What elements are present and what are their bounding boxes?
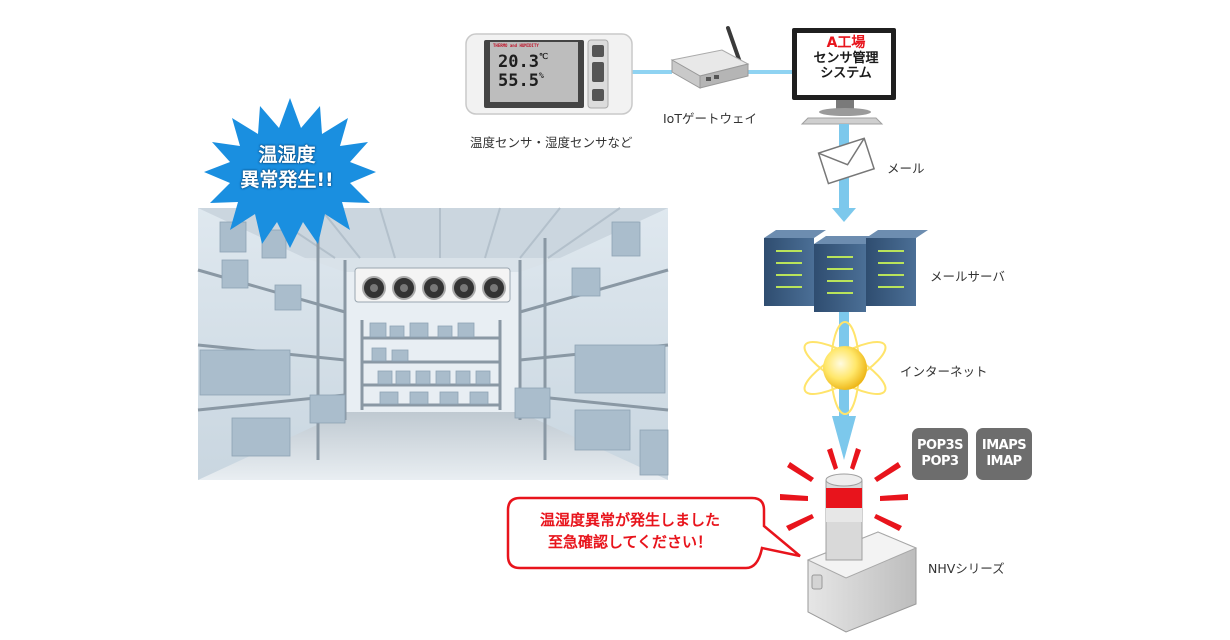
- monitor-icon: [792, 28, 896, 125]
- management-system-line2: センサ管理: [813, 51, 879, 66]
- gateway-label: IoTゲートウェイ: [663, 111, 757, 126]
- alert-burst-text: 温湿度 異常発生!!: [222, 143, 352, 193]
- mail-envelope-icon: [817, 137, 876, 185]
- sensor-brand-text: THERMO and HUMIDITY: [493, 43, 539, 48]
- alert-burst-line2: 異常発生!!: [240, 169, 334, 191]
- humidity-reading: 55.5%: [498, 71, 544, 91]
- temperature-reading: 20.3℃: [498, 52, 548, 72]
- management-system-text: A工場 センサ管理 システム: [798, 35, 894, 82]
- alert-rays: [780, 448, 908, 531]
- cold-storage-illustration: [197, 207, 669, 480]
- humidity-value: 55.5: [498, 71, 539, 91]
- protocol-badge-line2: POP3: [921, 454, 959, 469]
- humidity-unit: %: [538, 71, 544, 80]
- sensor-label: 温度センサ・湿度センサなど: [470, 135, 633, 150]
- internet-globe-icon: [803, 321, 887, 415]
- sensor-screen: THERMO and HUMIDITY 20.3℃ 55.5%: [490, 42, 578, 102]
- alert-burst-shape: [204, 98, 376, 248]
- nhv-device-icon: [806, 473, 918, 633]
- gateway-icon: [670, 26, 750, 89]
- protocol-badge-line1: IMAPS: [981, 438, 1027, 453]
- speech-bubble-line2: 至急確認してください！: [547, 533, 713, 551]
- speech-bubble-line1: 温湿度異常が発生しました: [539, 511, 720, 529]
- mail-server-label: メールサーバ: [930, 269, 1005, 284]
- protocol-badge-line1: POP3S: [916, 438, 964, 453]
- speech-bubble-text: 温湿度異常が発生しました 至急確認してください！: [510, 509, 750, 553]
- protocol-badge-imap: IMAPS IMAP: [976, 428, 1032, 480]
- protocol-badge-line2: IMAP: [986, 454, 1022, 469]
- mail-label: メール: [887, 161, 925, 176]
- temperature-unit: ℃: [538, 52, 548, 61]
- protocol-badge-pop: POP3S POP3: [912, 428, 968, 480]
- management-system-line1: A工場: [826, 35, 866, 51]
- management-system-line3: システム: [820, 66, 872, 81]
- alert-burst-line1: 温湿度: [258, 144, 316, 166]
- mail-server-icon: [764, 230, 928, 312]
- nhv-label: NHVシリーズ: [928, 561, 1005, 576]
- speech-bubble-shape: [506, 496, 801, 570]
- temperature-value: 20.3: [498, 52, 539, 72]
- internet-label: インターネット: [900, 364, 988, 379]
